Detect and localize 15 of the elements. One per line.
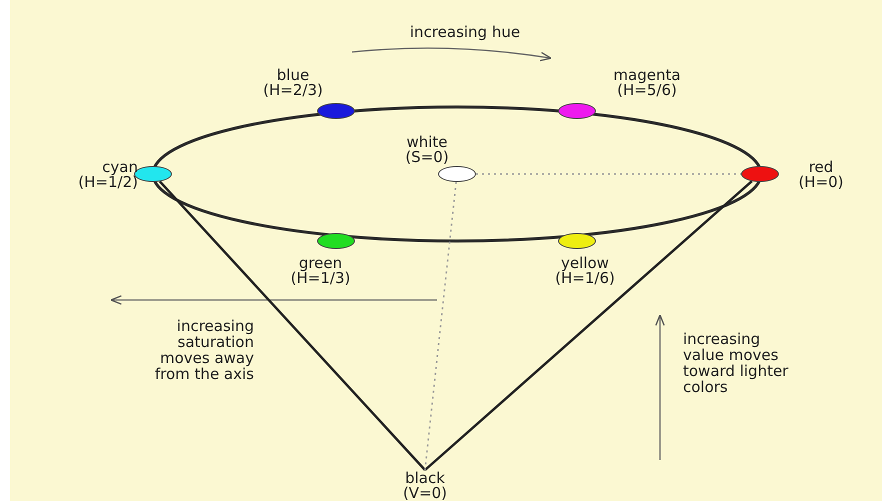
direction-label: increasing hue: [408, 24, 522, 40]
node-label: cyan (H=1/2): [77, 160, 138, 190]
connector-line: [476, 173, 741, 175]
direction-label: increasing value moves toward lighter colors: [683, 331, 790, 395]
node-label: white (S=0): [404, 135, 450, 165]
node-label: blue (H=2/3): [262, 68, 324, 98]
node-label: red (H=0): [797, 160, 845, 190]
node-label: magenta (H=5/6): [612, 68, 682, 98]
connector-line: [424, 182, 457, 470]
connector-line: [424, 180, 753, 471]
direction-label: increasing saturation moves away from the axis: [154, 318, 254, 382]
node-label: black (V=0): [402, 471, 448, 501]
node-label: yellow (H=1/6): [554, 256, 616, 286]
node-label: green (H=1/3): [290, 256, 352, 286]
connector-line: [158, 180, 426, 471]
